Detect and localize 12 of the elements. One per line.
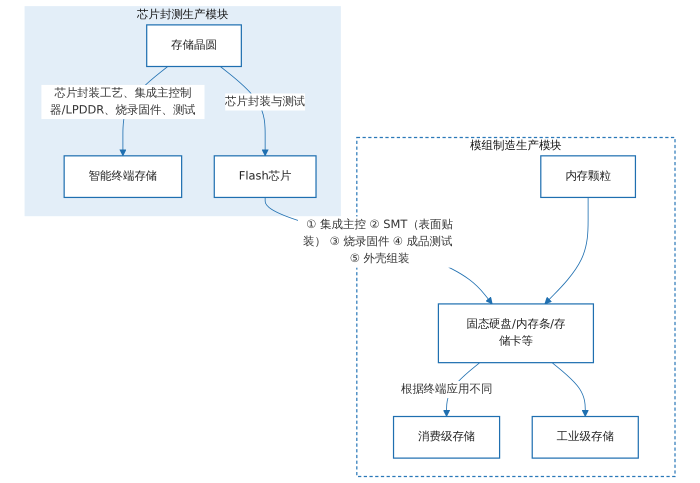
node-box: 消费级存储: [392, 416, 500, 459]
arrow: [544, 197, 589, 304]
node-box: 存储晶圆: [146, 24, 242, 68]
node-box: 工业级存储: [532, 416, 639, 459]
edge-label: 芯片封装工艺、集成主控制器/LPDDR、烧录固件、测试: [50, 86, 196, 117]
node-box: Flash芯片: [214, 155, 317, 198]
node-box: 内存颗粒: [540, 155, 636, 198]
arrow: [552, 362, 589, 417]
edge-label: 芯片封装与测试: [225, 95, 306, 108]
node-box: 固态硬盘/内存条/存储卡等: [438, 303, 594, 364]
edge-label: 根据终端应用不同: [400, 382, 492, 396]
node-box: 智能终端存储: [64, 155, 182, 198]
